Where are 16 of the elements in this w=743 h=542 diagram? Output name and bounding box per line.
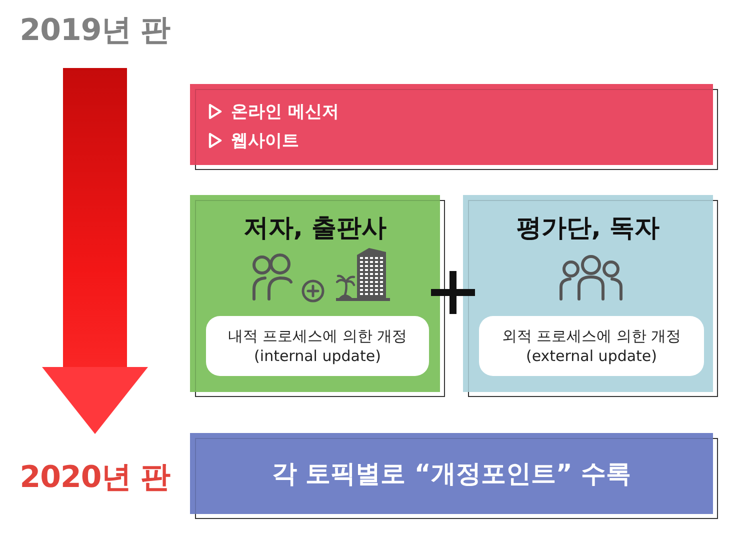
description-card (479, 316, 704, 376)
category-panel (463, 195, 718, 397)
category-panel (190, 195, 445, 397)
banner-text: 각 토픽별로 “개정포인트” 수록 (272, 458, 631, 490)
panel-title: 저자, 출판사 (243, 212, 387, 244)
list-banner (190, 84, 718, 170)
summary-banner (190, 433, 718, 519)
edition-label: 2020년 판 (20, 461, 170, 494)
edition-label: 2019년 판 (20, 14, 170, 47)
description-card (206, 316, 429, 376)
description-text: 내적 프로세스에 의한 개정 (internal update) (226, 326, 408, 366)
list-item-text: 온라인 메신저 (231, 101, 339, 123)
list-item-text: 웹사이트 (231, 130, 299, 152)
panel-title: 평가단, 독자 (516, 212, 660, 244)
description-text: 외적 프로세스에 의한 개정 (external update) (500, 326, 682, 366)
arrow (42, 68, 148, 434)
